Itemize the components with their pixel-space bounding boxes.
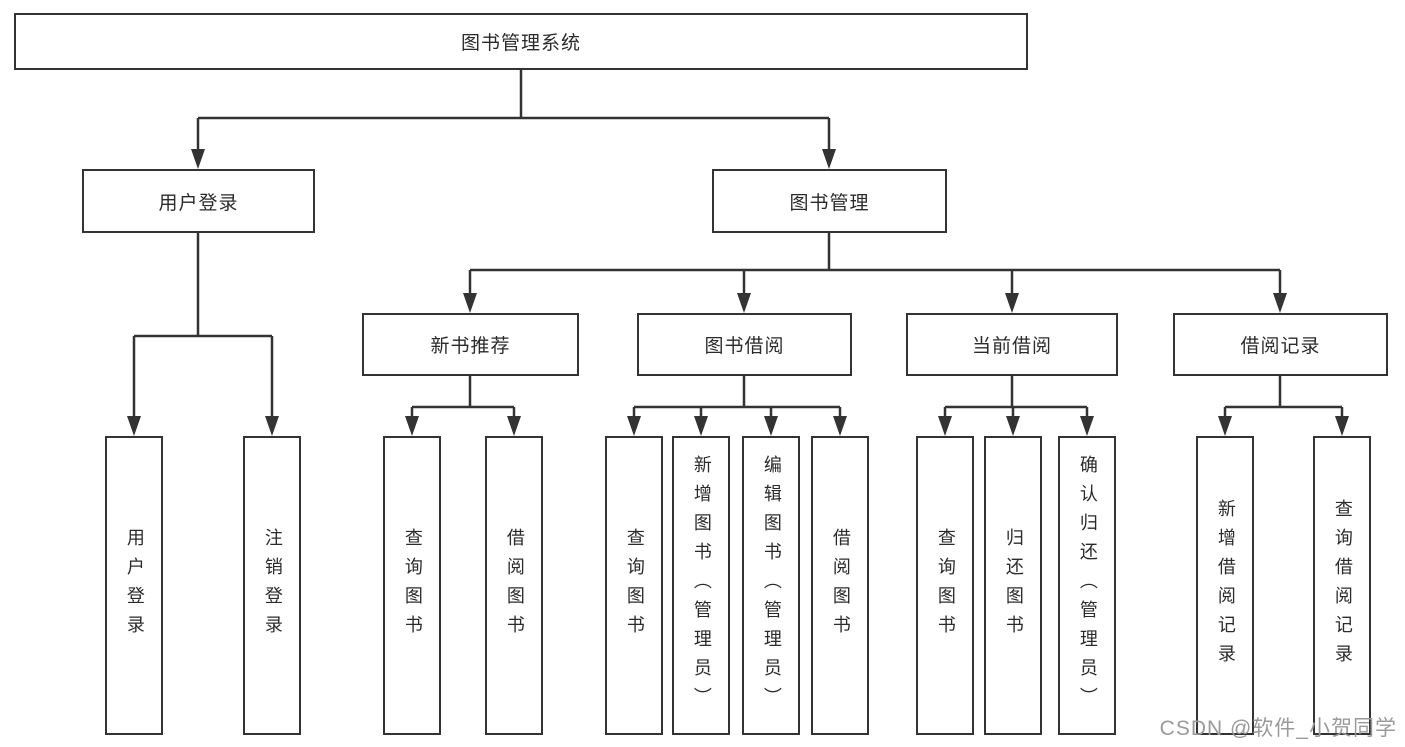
node-new-book-recommendation-label: 新书推荐 bbox=[430, 336, 511, 357]
leaf-records-query-record: 查询借阅记录 bbox=[1313, 436, 1371, 735]
leaf-current-confirm-return-admin-label: 确认归还（管理员） bbox=[1077, 455, 1098, 716]
node-current-borrowing-label: 当前借阅 bbox=[971, 336, 1052, 357]
leaf-recommend-borrow-books: 借阅图书 bbox=[485, 436, 543, 735]
leaf-borrowing-query-books: 查询图书 bbox=[605, 436, 663, 735]
leaf-current-query-books-label: 查询图书 bbox=[935, 527, 956, 644]
leaf-borrowing-edit-books-admin: 编辑图书（管理员） bbox=[742, 436, 800, 735]
node-user-login: 用户登录 bbox=[82, 169, 315, 233]
leaf-borrowing-add-books-admin-label: 新增图书（管理员） bbox=[691, 455, 712, 716]
node-new-book-recommendation: 新书推荐 bbox=[362, 313, 579, 376]
node-root-label: 图书管理系统 bbox=[460, 33, 581, 54]
leaf-user-login-label: 用户登录 bbox=[124, 527, 145, 644]
node-current-borrowing: 当前借阅 bbox=[906, 313, 1118, 376]
node-book-borrowing-label: 图书借阅 bbox=[704, 336, 785, 357]
watermark: CSDN @软件_小贺同学 bbox=[1159, 717, 1397, 740]
leaf-current-query-books: 查询图书 bbox=[916, 436, 974, 735]
leaf-current-return-books-label: 归还图书 bbox=[1003, 527, 1024, 644]
leaf-borrowing-edit-books-admin-label: 编辑图书（管理员） bbox=[761, 455, 782, 716]
leaf-borrowing-borrow-books-label: 借阅图书 bbox=[830, 527, 851, 644]
node-book-management: 图书管理 bbox=[712, 169, 947, 233]
leaf-borrowing-query-books-label: 查询图书 bbox=[624, 527, 645, 644]
node-book-borrowing: 图书借阅 bbox=[637, 313, 852, 376]
node-user-login-label: 用户登录 bbox=[158, 192, 239, 214]
node-borrowing-records-label: 借阅记录 bbox=[1240, 336, 1321, 357]
leaf-user-login: 用户登录 bbox=[105, 436, 163, 735]
leaf-borrowing-add-books-admin: 新增图书（管理员） bbox=[672, 436, 730, 735]
leaf-borrowing-borrow-books: 借阅图书 bbox=[811, 436, 869, 735]
leaf-records-add-record: 新增借阅记录 bbox=[1196, 436, 1254, 735]
leaf-records-add-record-label: 新增借阅记录 bbox=[1215, 498, 1236, 673]
leaf-logout-label: 注销登录 bbox=[262, 527, 283, 644]
node-borrowing-records: 借阅记录 bbox=[1173, 313, 1388, 376]
leaf-recommend-borrow-books-label: 借阅图书 bbox=[504, 527, 525, 644]
leaf-recommend-query-books: 查询图书 bbox=[383, 436, 441, 735]
leaf-recommend-query-books-label: 查询图书 bbox=[402, 527, 423, 644]
leaf-current-return-books: 归还图书 bbox=[984, 436, 1042, 735]
leaf-logout: 注销登录 bbox=[243, 436, 301, 735]
leaf-records-query-record-label: 查询借阅记录 bbox=[1332, 498, 1353, 673]
node-root: 图书管理系统 bbox=[14, 13, 1028, 70]
node-book-management-label: 图书管理 bbox=[789, 192, 870, 214]
leaf-current-confirm-return-admin: 确认归还（管理员） bbox=[1058, 436, 1116, 735]
arrowhead-icons bbox=[127, 149, 1349, 436]
